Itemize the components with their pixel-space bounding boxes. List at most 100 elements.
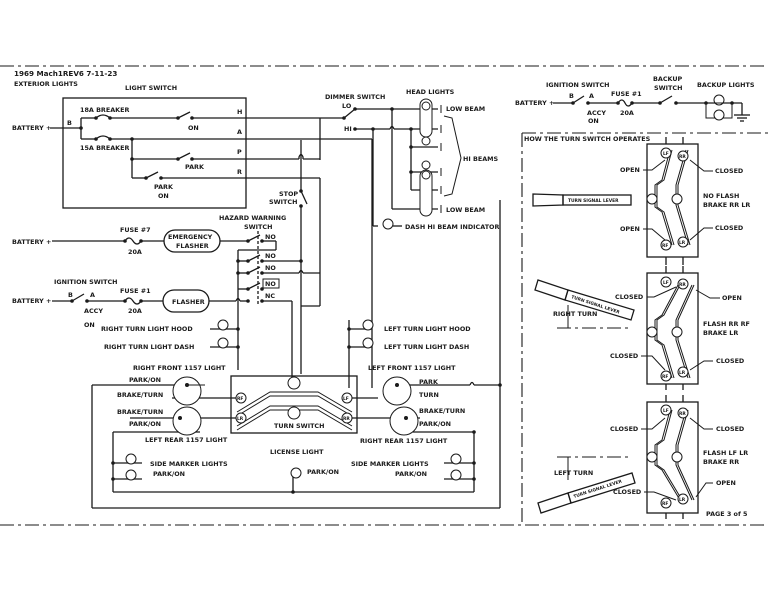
p1-closed-top: CLOSED	[715, 167, 743, 175]
head-lights-label: HEAD LIGHTS	[406, 88, 455, 96]
switch-lf: LF	[343, 396, 349, 402]
p3-lr: LR	[679, 497, 686, 503]
flasher-label: FLASHER	[172, 298, 205, 306]
left-side-marker-label: SIDE MARKER LIGHTS	[150, 460, 228, 468]
ignition-a: A	[90, 291, 95, 299]
hi-beams-label: HI BEAMS	[463, 155, 498, 163]
license-park-on-label: PARK/ON	[307, 468, 339, 476]
panel-neutral: LF RR RF LR OPEN CLOSED OPEN CLOSED NO F…	[532, 137, 750, 265]
fuse-1-amps: 20A	[128, 307, 142, 315]
left-turn-dash-label: LEFT TURN LIGHT DASH	[384, 343, 469, 351]
hazard-switch-label-2: SWITCH	[244, 223, 272, 231]
right-front-lamp: RIGHT FRONT 1157 LIGHT PARK/ON BRAKE/TUR…	[117, 364, 226, 406]
right-rear-lamp-label: RIGHT REAR 1157 LIGHT	[360, 437, 448, 445]
backup-switch-label-2: SWITCH	[654, 84, 682, 92]
p1-open-top: OPEN	[620, 166, 640, 174]
fuse-7-label: FUSE #7	[120, 226, 151, 234]
p1-lf: LF	[663, 151, 669, 157]
ignition-on-label: ON	[84, 321, 95, 329]
right-turn-dash-label: RIGHT TURN LIGHT DASH	[104, 343, 194, 351]
turn-switch-title: TURN SWITCH	[274, 422, 324, 430]
turn-battery-label: BATTERY +	[12, 297, 51, 305]
switch-lr: LR	[237, 416, 244, 422]
turn-switch-operation: HOW THE TURN SWITCH OPERATES LF RR RF LR…	[524, 135, 750, 519]
p1-lr: LR	[679, 240, 686, 246]
hazard-contact-nc: NC	[265, 292, 275, 300]
p1-open-bottom: OPEN	[620, 225, 640, 233]
p2-closed-bottom-right: CLOSED	[716, 357, 744, 365]
operation-title: HOW THE TURN SWITCH OPERATES	[524, 135, 651, 143]
stop-switch-label-2: SWITCH	[269, 198, 297, 206]
terminal-p: P	[237, 148, 242, 156]
diagram-subtitle: EXTERIOR LIGHTS	[14, 80, 78, 88]
rr-brake-turn-label: BRAKE/TURN	[419, 407, 465, 415]
p2-state-1: FLASH RR RF	[703, 320, 750, 328]
lo-label: LO	[342, 102, 352, 110]
backup-switch-label-1: BACKUP	[653, 75, 683, 83]
rf-brake-turn-label: BRAKE/TURN	[117, 391, 163, 399]
page-number: PAGE 3 of 5	[706, 510, 747, 518]
license-light: LICENSE LIGHT PARK/ON	[270, 448, 339, 479]
ignition-b: B	[68, 291, 73, 299]
p3-closed-bottom: CLOSED	[613, 488, 641, 496]
left-rear-lamp: BRAKE/TURN PARK/ON LEFT REAR 1157 LIGHT	[117, 406, 228, 444]
park-on-label-2: ON	[158, 192, 169, 200]
backup-a: A	[589, 92, 594, 100]
p1-state-1: NO FLASH	[703, 192, 739, 200]
on-label: ON	[188, 124, 199, 132]
p2-lf: LF	[663, 280, 669, 286]
stop-switch-label-1: STOP	[279, 190, 298, 198]
hazard-contact-no-2: NO	[265, 252, 276, 260]
lamp-wiring	[91, 200, 502, 509]
p3-lf: LF	[663, 408, 669, 414]
rr-park-on-label: PARK/ON	[419, 420, 451, 428]
dimmer-switch-label: DIMMER SWITCH	[325, 93, 385, 101]
hazard-switch-label-1: HAZARD WARNING	[219, 214, 286, 222]
hazard-contact-no-4: NO	[265, 280, 276, 288]
lr-brake-turn-label: BRAKE/TURN	[117, 408, 163, 416]
p1-rr: RR	[679, 154, 686, 160]
backup-light-circuit: IGNITION SWITCH BATTERY + B A ACCY ON FU…	[515, 75, 755, 125]
backup-ignition-label: IGNITION SWITCH	[546, 81, 610, 89]
right-side-marker-park-on: PARK/ON	[395, 470, 427, 478]
rf-park-on-label: PARK/ON	[129, 376, 161, 384]
lf-turn-label: TURN	[419, 391, 439, 399]
ignition-switch-label: IGNITION SWITCH	[54, 278, 118, 286]
panel-left-turn: LF RR RF LR CLOSED CLOSED CLOSED OPEN FL…	[537, 395, 748, 519]
right-rear-lamp: BRAKE/TURN PARK/ON RIGHT REAR 1157 LIGHT	[360, 406, 465, 445]
p2-rr: RR	[679, 282, 686, 288]
side-markers: SIDE MARKER LIGHTS PARK/ON SIDE MARKER L…	[111, 453, 476, 481]
p2-lr: LR	[679, 370, 686, 376]
fuse-7-amps: 20A	[128, 248, 142, 256]
emergency-flasher-label-1: EMERGENCY	[168, 233, 213, 241]
backup-accy: ACCY	[587, 109, 606, 117]
terminal-h: H	[237, 108, 242, 116]
p2-closed-bottom: CLOSED	[610, 352, 638, 360]
diagram-title: 1969 Mach1REV6 7-11-23	[14, 69, 117, 78]
p1-closed-bottom: CLOSED	[715, 224, 743, 232]
p2-rf: RF	[662, 374, 668, 380]
breaker-15a-label: 15A BREAKER	[80, 144, 129, 152]
backup-b: B	[569, 92, 574, 100]
switch-rr: RR	[343, 416, 350, 422]
low-beam-bottom-label: LOW BEAM	[446, 206, 485, 214]
left-front-lamp: LEFT FRONT 1157 LIGHT PARK TURN	[368, 364, 456, 406]
light-switch: LIGHT SWITCH BATTERY + B 18A BREAKER ON …	[12, 84, 372, 209]
license-light-label: LICENSE LIGHT	[270, 448, 324, 456]
fuse-1-label: FUSE #1	[120, 287, 151, 295]
backup-fuse-label: FUSE #1	[611, 90, 642, 98]
p3-rf: RF	[662, 501, 668, 507]
hazard-contact-no-3: NO	[265, 264, 276, 272]
right-front-lamp-label: RIGHT FRONT 1157 LIGHT	[133, 364, 226, 372]
left-turn-label: LEFT TURN	[554, 469, 593, 477]
p2-state-2: BRAKE LR	[703, 329, 738, 337]
battery-label: BATTERY +	[12, 124, 51, 132]
switch-rf: RF	[237, 396, 243, 402]
hazard-battery-label: BATTERY +	[12, 238, 51, 246]
p1-state-2: BRAKE RR LR	[703, 201, 750, 209]
terminal-r: R	[237, 168, 242, 176]
backup-battery-label: BATTERY +	[515, 99, 554, 107]
left-front-lamp-label: LEFT FRONT 1157 LIGHT	[368, 364, 456, 372]
park-label: PARK	[185, 163, 205, 171]
